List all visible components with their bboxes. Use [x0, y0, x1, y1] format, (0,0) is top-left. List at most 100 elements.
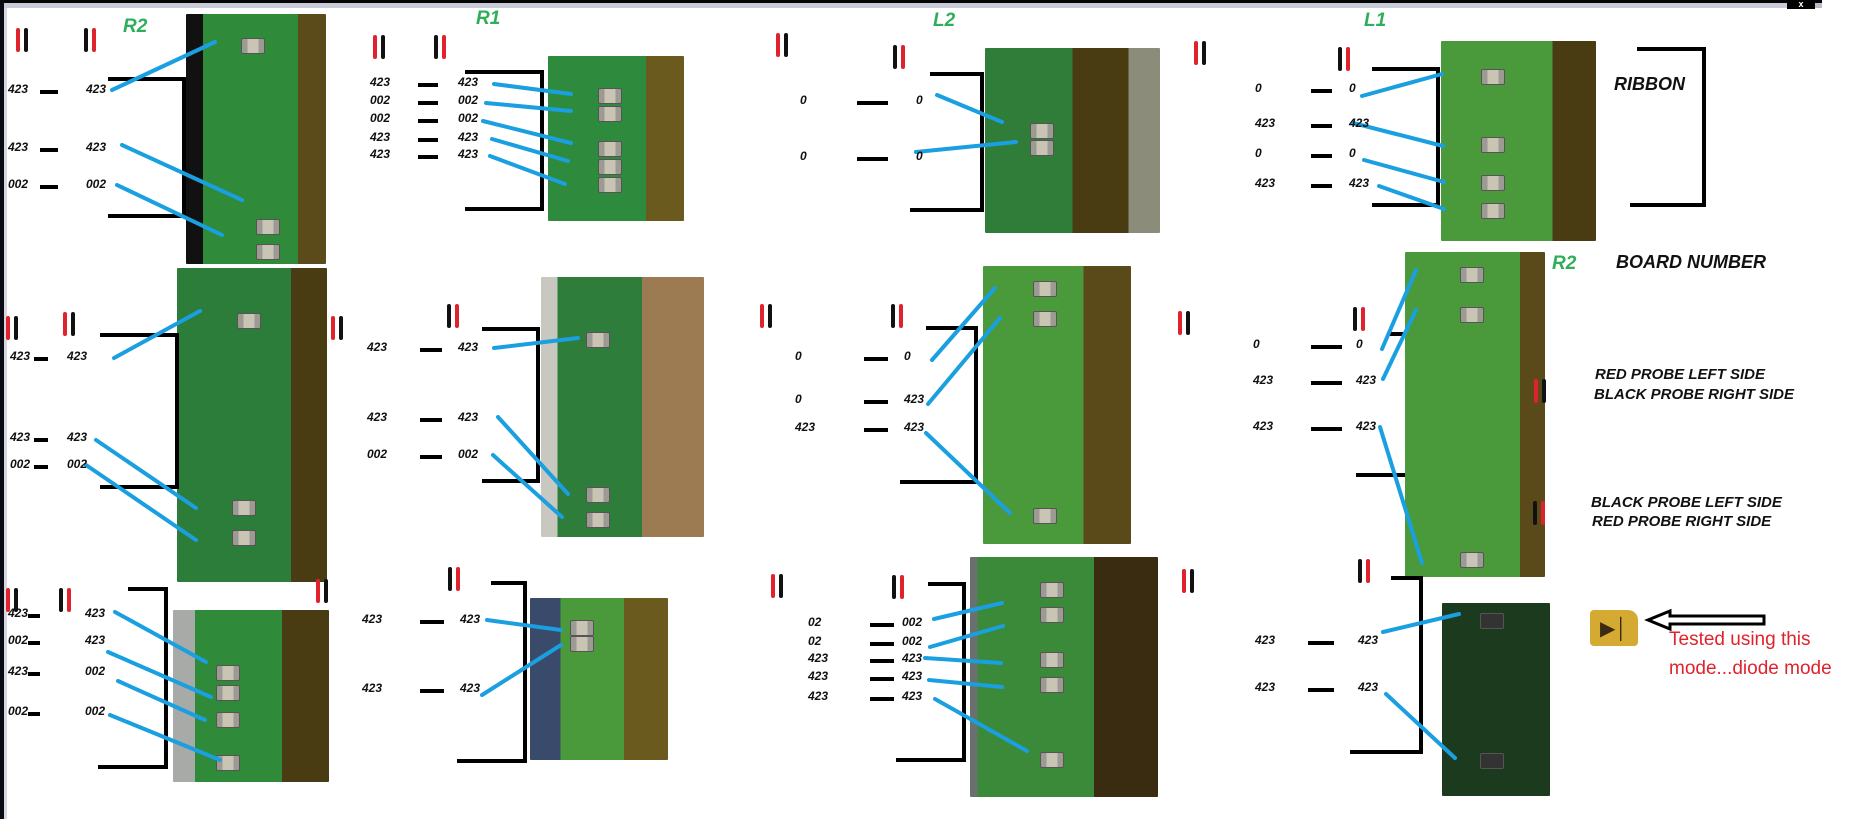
arrow	[1644, 608, 1766, 632]
viewer-top-right-strip	[1815, 3, 1822, 8]
reading-right: 002	[902, 615, 923, 629]
reading-left: 002	[367, 447, 388, 461]
reading-left: 423	[10, 430, 31, 444]
viewer-left-border	[0, 0, 4, 819]
reading-left: 002	[8, 704, 29, 718]
diode-icon: ▶│	[1590, 610, 1638, 646]
image-viewer: x R2 R1 L2 L1 R2	[0, 0, 1832, 819]
reading-left: 002	[10, 457, 31, 471]
close-button[interactable]: x	[1787, 0, 1815, 9]
pcb-photo-r2-mid	[177, 268, 327, 582]
pcb-photo-r2-top	[186, 14, 326, 264]
reading-left: 423	[362, 681, 383, 695]
ribbon-bracket	[1630, 47, 1706, 207]
reading-right: 002	[458, 447, 479, 461]
close-icon: x	[1798, 0, 1804, 9]
reading-right: 423	[86, 140, 107, 154]
reading-right: 423	[460, 681, 481, 695]
pcb-photo-r2-bottom	[173, 610, 329, 782]
reading-left: 02	[808, 634, 822, 648]
reading-right: 423	[1349, 176, 1370, 190]
board-label-r2-legend: R2	[1552, 253, 1577, 274]
reading-right: 423	[1358, 633, 1379, 647]
link-line	[1360, 72, 1444, 98]
reading-left: 423	[1255, 176, 1276, 190]
reading-left: 423	[370, 75, 391, 89]
reading-left: 0	[795, 392, 802, 406]
reading-right: 423	[458, 130, 479, 144]
reading-right: 0	[1356, 337, 1363, 351]
viewer-top-strip	[0, 3, 1822, 8]
reading-left: 002	[370, 111, 391, 125]
bracket	[1350, 576, 1423, 754]
bracket	[482, 327, 540, 483]
probe-orientation-a-line1: RED PROBE LEFT SIDE	[1595, 366, 1766, 383]
pcb-photo-l2-bottom	[970, 557, 1158, 797]
reading-right: 423	[904, 420, 925, 434]
reading-left: 423	[1253, 419, 1274, 433]
ribbon-label: RIBBON	[1614, 74, 1685, 94]
reading-right: 002	[86, 177, 107, 191]
board-label-l2: L2	[933, 10, 956, 31]
reading-left: 423	[1255, 116, 1276, 130]
reading-left: 02	[808, 615, 822, 629]
reading-left: 0	[800, 149, 807, 163]
reading-left: 423	[8, 606, 29, 620]
reading-right: 0	[916, 93, 923, 107]
reading-right: 0	[904, 349, 911, 363]
pcb-photo-l1-bottom	[1442, 603, 1550, 796]
reading-left: 423	[808, 669, 829, 683]
bracket	[457, 581, 527, 763]
reading-right: 423	[902, 689, 923, 703]
board-label-r1: R1	[476, 8, 501, 29]
bracket	[100, 333, 179, 489]
reading-left: 423	[367, 340, 388, 354]
reading-right: 423	[460, 612, 481, 626]
bracket	[1372, 67, 1440, 207]
reading-left: 423	[362, 612, 383, 626]
reading-right: 002	[85, 704, 106, 718]
reading-left: 0	[1253, 337, 1260, 351]
reading-left: 423	[795, 420, 816, 434]
reading-left: 423	[8, 82, 29, 96]
probe-orientation-b-line1: BLACK PROBE LEFT SIDE	[1591, 494, 1782, 511]
reading-left: 0	[795, 349, 802, 363]
reading-right: 423	[1358, 680, 1379, 694]
pcb-photo-l2-top	[985, 48, 1160, 233]
reading-left: 002	[8, 633, 29, 647]
reading-left: 423	[1253, 373, 1274, 387]
reading-right: 002	[458, 93, 479, 107]
reading-right: 423	[458, 340, 479, 354]
mode-note-line2: mode...diode mode	[1669, 658, 1832, 679]
reading-left: 423	[808, 651, 829, 665]
reading-left: 423	[8, 140, 29, 154]
pcb-photo-r1-bottom	[530, 598, 668, 760]
reading-left: 0	[1255, 146, 1262, 160]
reading-right: 423	[1356, 373, 1377, 387]
reading-left: 423	[10, 349, 31, 363]
pcb-photo-l2-mid	[983, 266, 1131, 544]
reading-right: 002	[458, 111, 479, 125]
pcb-photo-r1-mid	[541, 277, 704, 537]
reading-right: 0	[916, 149, 923, 163]
board-label-r2: R2	[123, 16, 148, 37]
reading-right: 423	[85, 633, 106, 647]
pcb-photo-r1-top	[548, 56, 684, 221]
reading-left: 0	[1255, 81, 1262, 95]
reading-left: 423	[370, 147, 391, 161]
link-line	[1377, 184, 1446, 211]
bracket	[108, 77, 186, 218]
reading-left: 423	[8, 664, 29, 678]
viewer-left-strip	[4, 8, 7, 819]
reading-left: 0	[800, 93, 807, 107]
reading-right: 0	[1349, 81, 1356, 95]
pcb-photo-r2-legend	[1405, 252, 1545, 577]
bracket	[98, 587, 168, 769]
reading-right: 423	[67, 430, 88, 444]
reading-left: 423	[1255, 680, 1276, 694]
reading-right: 423	[458, 75, 479, 89]
reading-right: 423	[902, 651, 923, 665]
reading-left: 423	[808, 689, 829, 703]
probe-orientation-b-line2: RED PROBE RIGHT SIDE	[1592, 513, 1772, 530]
reading-left: 423	[370, 130, 391, 144]
